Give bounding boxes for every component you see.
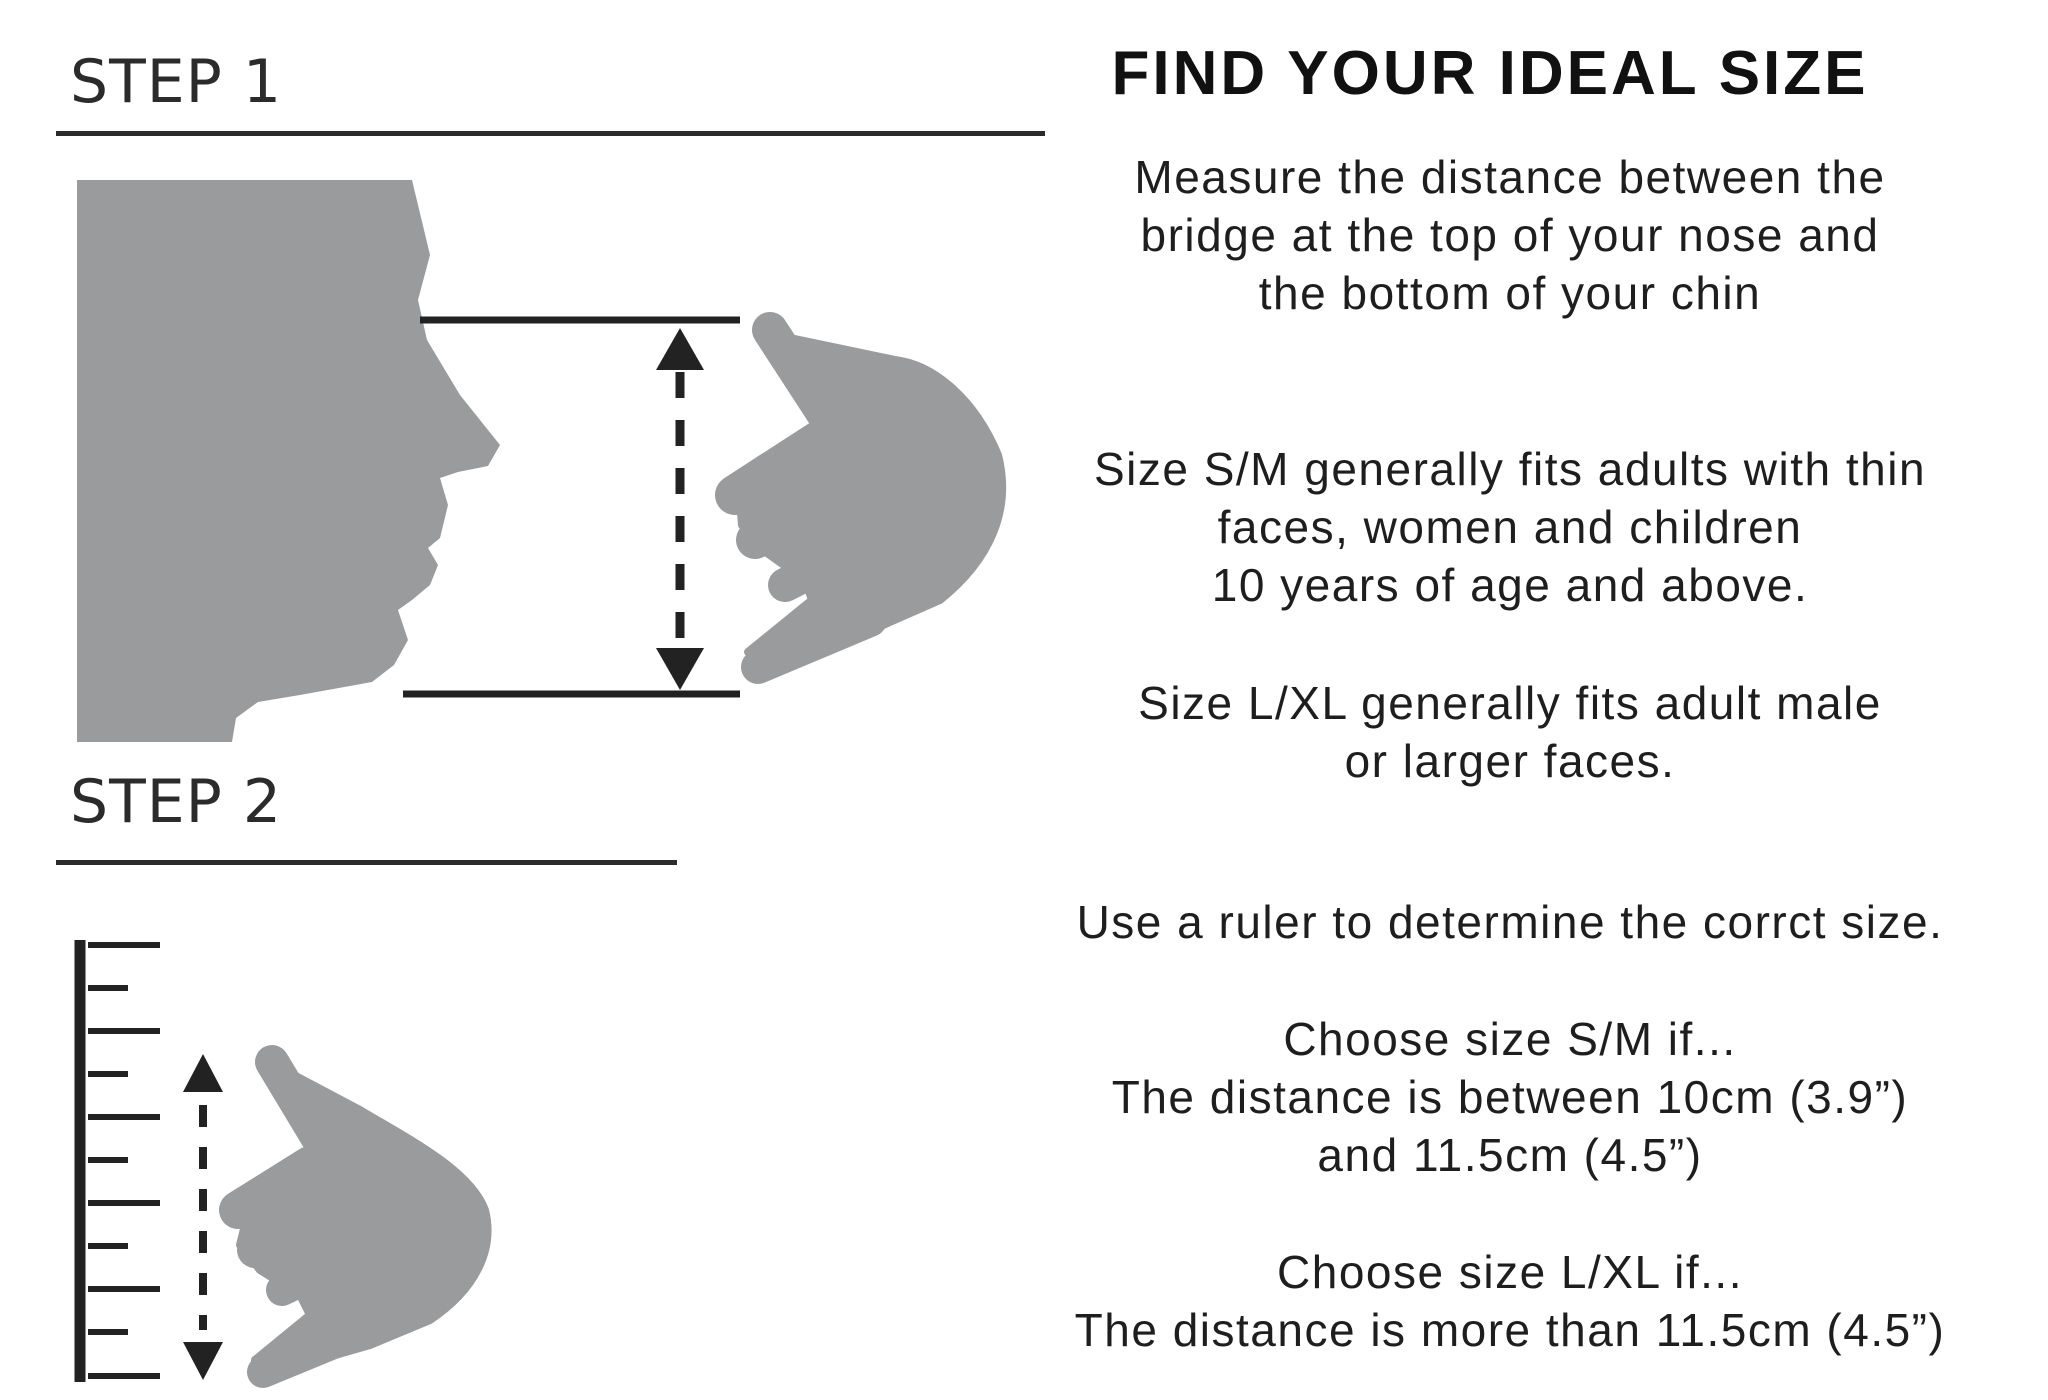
ruler-icon: [74, 940, 160, 1382]
measure-line: bridge at the top of your nose and: [1140, 209, 1880, 261]
size-lxl-fit-description: Size L/XL generally fits adult male or l…: [1020, 674, 2000, 790]
step-1-divider: [56, 131, 1045, 136]
ruler-measure-illustration: [74, 940, 492, 1388]
size-sm-fit-description: Size S/M generally fits adults with thin…: [1020, 440, 2000, 614]
lxl-fit-line: Size L/XL generally fits adult male: [1138, 677, 1882, 729]
double-arrow-icon: [183, 1054, 223, 1380]
step-2-divider: [56, 860, 677, 865]
hand-pinch-icon: [219, 1045, 492, 1388]
ruler-instruction: Use a ruler to determine the corrct size…: [1020, 893, 2000, 951]
hand-pinch-icon: [715, 312, 1007, 684]
choose-lxl-line: Choose size L/XL if...: [1277, 1246, 1743, 1298]
sm-fit-line: faces, women and children: [1217, 501, 1803, 553]
face-measure-illustration: [77, 180, 1007, 742]
choose-sm-line: Choose size S/M if...: [1283, 1013, 1737, 1065]
choose-sm-line: and 11.5cm (4.5”): [1317, 1129, 1703, 1181]
sm-fit-line: 10 years of age and above.: [1211, 559, 1809, 611]
ruler-line: Use a ruler to determine the corrct size…: [1076, 896, 1944, 948]
measure-instructions: Measure the distance between the bridge …: [1020, 148, 2000, 322]
choose-sm-rule: Choose size S/M if... The distance is be…: [1020, 1010, 2000, 1184]
measure-line: Measure the distance between the: [1134, 151, 1886, 203]
double-arrow-icon: [656, 328, 704, 690]
choose-lxl-rule: Choose size L/XL if... The distance is m…: [1020, 1243, 2000, 1359]
sm-fit-line: Size S/M generally fits adults with thin: [1093, 443, 1927, 495]
measure-line: the bottom of your chin: [1258, 267, 1762, 319]
page-title: FIND YOUR IDEAL SIZE: [1111, 39, 1869, 108]
step-1-heading: STEP 1: [70, 47, 283, 117]
choose-sm-line: The distance is between 10cm (3.9”): [1111, 1071, 1909, 1123]
lxl-fit-line: or larger faces.: [1344, 735, 1676, 787]
step-2-heading: STEP 2: [70, 767, 283, 837]
choose-lxl-line: The distance is more than 11.5cm (4.5”): [1074, 1304, 1946, 1356]
face-profile-icon: [77, 180, 500, 742]
